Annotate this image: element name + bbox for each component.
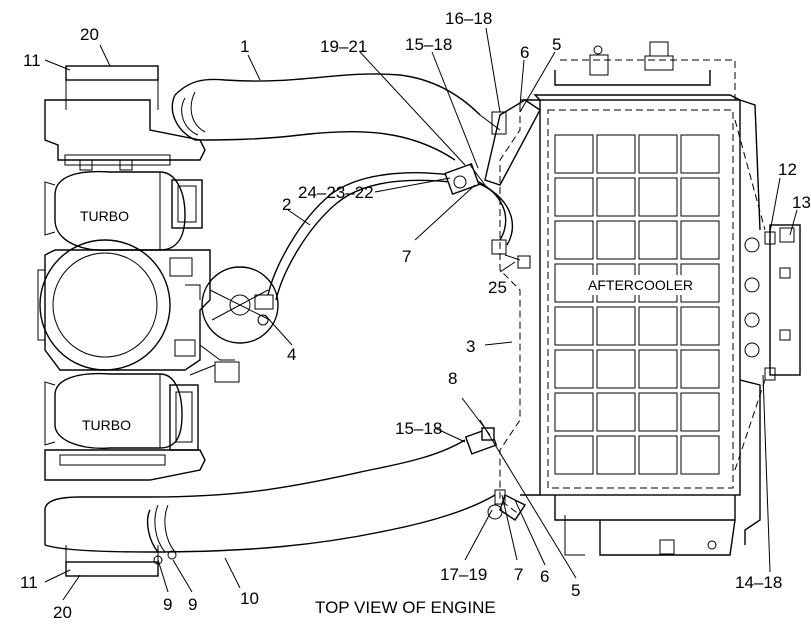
callout-5-top: 5 — [552, 35, 561, 54]
callout-16-18: 16–18 — [445, 9, 492, 28]
callout-9-a: 9 — [163, 595, 172, 614]
upper-hose-clamp-20 — [65, 65, 159, 81]
callout-25: 25 — [488, 278, 507, 297]
lower-hose-clamp-20 — [65, 561, 159, 577]
callout-15-18-top: 15–18 — [405, 35, 452, 54]
callout-labels: 20 11 1 19–21 15–18 16–18 6 5 12 13 2 24… — [20, 9, 811, 622]
leader-lines — [44, 27, 798, 601]
callout-12: 12 — [778, 160, 797, 179]
callout-13: 13 — [792, 193, 811, 212]
callout-11-top: 11 — [23, 51, 41, 70]
callout-5-bot: 5 — [571, 581, 580, 600]
callout-4: 4 — [287, 345, 296, 364]
callout-8: 8 — [448, 369, 457, 388]
turbo-lower-label: TURBO — [82, 417, 131, 433]
flange-assembly-4 — [201, 266, 279, 344]
callout-20-bot: 20 — [53, 603, 72, 622]
callout-7-top: 7 — [402, 247, 411, 266]
callout-19-21: 19–21 — [320, 37, 367, 56]
callout-2: 2 — [282, 195, 291, 214]
lower-clamp-assembly — [464, 427, 527, 521]
turbo-upper-label: TURBO — [80, 208, 129, 224]
engine-block: TURBO TURBO — [37, 99, 240, 481]
callout-3: 3 — [466, 337, 475, 356]
callout-11-bot: 11 — [20, 573, 38, 592]
callout-15-18-bot: 15–18 — [395, 419, 442, 438]
diagram-caption: TOP VIEW OF ENGINE — [315, 598, 496, 617]
callout-1: 1 — [240, 37, 249, 56]
lower-air-pipe — [44, 439, 496, 577]
callout-14-18: 14–18 — [735, 573, 782, 592]
callout-6-bot: 6 — [540, 567, 549, 586]
callout-6-top: 6 — [520, 43, 529, 62]
aftercooler-label: AFTERCOOLER — [588, 277, 693, 293]
callout-17-19: 17–19 — [440, 565, 487, 584]
callout-9-b: 9 — [188, 595, 197, 614]
callout-24-23-22: 24–23–22 — [298, 183, 374, 202]
upper-air-pipe — [65, 65, 501, 161]
upper-clamp-assembly — [444, 99, 541, 196]
callout-20-top: 20 — [80, 25, 99, 44]
aftercooler: AFTERCOOLER — [499, 41, 801, 556]
callout-7-bot: 7 — [514, 565, 523, 584]
callout-10: 10 — [240, 589, 259, 608]
